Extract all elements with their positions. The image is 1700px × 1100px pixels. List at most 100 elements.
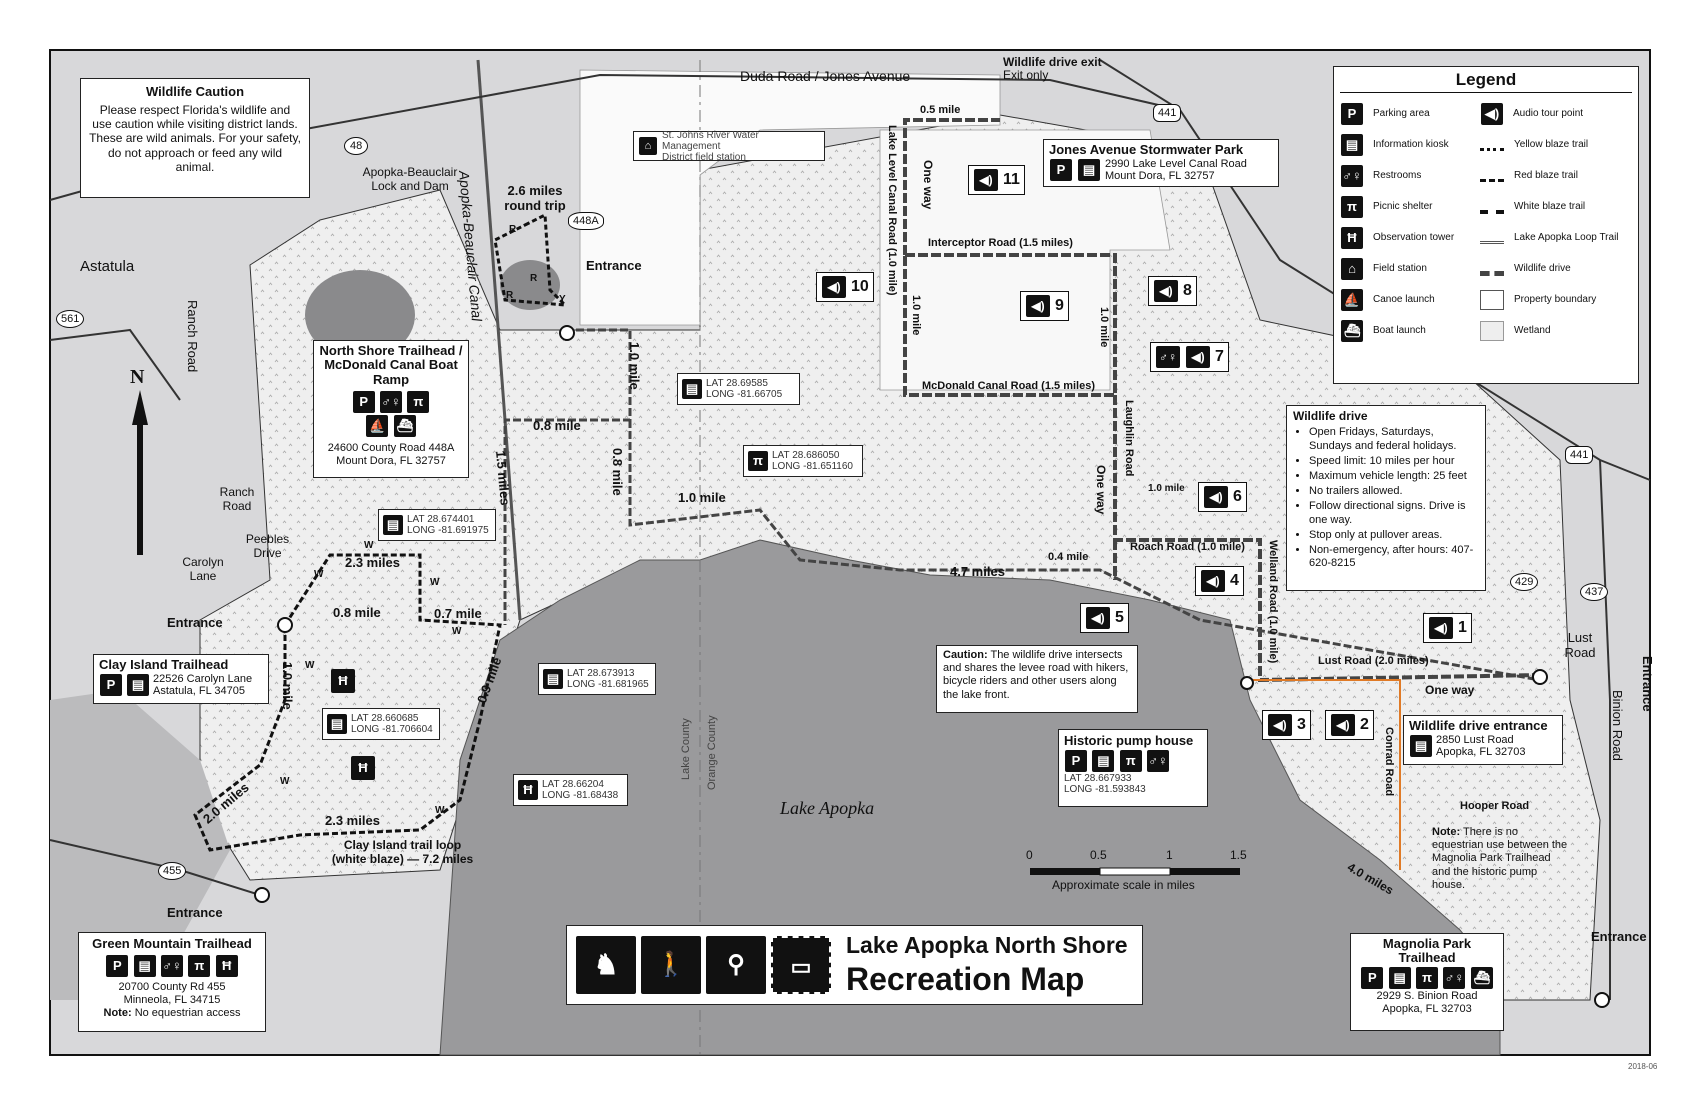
lock-dam-label: Apopka-Beauclair Lock and Dam	[362, 165, 458, 193]
kiosk-icon: ▤	[127, 673, 149, 696]
entrance-label: Entrance	[1640, 656, 1655, 712]
green-mountain-trailhead-box: Green Mountain Trailhead P ▤ ♂♀ π Ħ 2070…	[78, 932, 266, 1032]
kiosk-icon: ▤	[1341, 133, 1363, 156]
ranch-road-vertical-label: Ranch Road	[185, 300, 200, 373]
jones-park-box: Jones Avenue Stormwater Park P ▤ 2990 La…	[1043, 139, 1279, 187]
distance-label: Lust Road (2.0 miles)	[1318, 655, 1429, 667]
blaze-letter: W	[435, 805, 445, 816]
legend-item: Lake Apopka Loop Trail	[1480, 222, 1630, 253]
bicycle-icon: ⚲	[706, 936, 766, 994]
astatula-label: Astatula	[80, 258, 135, 275]
entrance-label: Entrance	[586, 258, 642, 273]
picnic-icon: π	[1416, 966, 1438, 989]
legend-label: Wildlife drive	[1514, 262, 1571, 274]
blaze-letter: W	[430, 577, 440, 588]
wildlife-drive-item: Follow directional signs. Drive is one w…	[1309, 500, 1479, 526]
coord-lat: LAT 28.69585	[706, 378, 768, 389]
wildlife-drive-item: Open Fridays, Saturdays, Sundays and fed…	[1309, 426, 1479, 452]
yellow-trail-swatch	[1480, 138, 1504, 152]
clay-loop-label: Clay Island trail loop (white blaze) — 7…	[331, 838, 474, 866]
pump-house-title: Historic pump house	[1064, 733, 1194, 748]
hwy-441	[1099, 59, 1651, 481]
legend-item: Property boundary	[1480, 284, 1630, 315]
canoe-launch-icon: ⛵	[1341, 288, 1363, 311]
audio-point-8[interactable]: ◀)8	[1148, 276, 1197, 306]
distance-label: 0.8 mile	[610, 448, 625, 496]
audio-point-7[interactable]: ♂♀◀)7	[1150, 342, 1229, 372]
entrance-dot	[559, 325, 575, 341]
distance-label: 2.3 miles	[345, 555, 400, 570]
caution-note-label: Caution:	[943, 649, 988, 661]
scale-tick: 1	[1166, 848, 1173, 862]
wildlife-drive-swatch	[1480, 261, 1504, 277]
parking-icon: P	[1361, 966, 1384, 989]
lake-county-label: Lake County	[680, 718, 692, 780]
hwy-shield: 448A	[568, 212, 604, 230]
audio-point-5[interactable]: ◀)5	[1080, 603, 1129, 633]
distance-label: Lake Level Canal Road (1.0 mile)	[886, 125, 898, 296]
audio-icon: ◀)	[1331, 714, 1355, 736]
wildlife-drive-list: Open Fridays, Saturdays, Sundays and fed…	[1293, 426, 1479, 570]
wildlife-drive-item: Stop only at pullover areas.	[1309, 529, 1479, 542]
blaze-letter: R	[530, 273, 538, 284]
road-name: Duda Road	[740, 68, 811, 84]
west-lake	[50, 690, 230, 1000]
drive-address1: 2850 Lust Road	[1436, 733, 1514, 746]
equestrian-icon: ♞	[576, 936, 636, 994]
parking-icon: P	[1050, 158, 1072, 181]
audio-point-4[interactable]: ◀)4	[1195, 566, 1244, 596]
binion-road	[1599, 459, 1611, 1000]
hwy-shield: 437	[1580, 583, 1609, 601]
audio-point-3[interactable]: ◀)3	[1262, 710, 1311, 740]
audio-icon: ◀)	[1186, 346, 1210, 368]
audio-point-2[interactable]: ◀)2	[1325, 710, 1374, 740]
distance-label: Conrad Road	[1383, 727, 1395, 797]
audio-point-10[interactable]: ◀)10	[816, 272, 874, 302]
wildlife-drive-title: Wildlife drive	[1293, 409, 1368, 423]
small-lake	[305, 270, 415, 360]
audio-icon: ◀)	[1154, 280, 1178, 302]
audio-point-9[interactable]: ◀)9	[1020, 291, 1069, 321]
legend-label: Wetland	[1514, 324, 1551, 336]
clay-address1: 22526 Carolyn Lane	[153, 672, 253, 685]
conrad-road	[1250, 679, 1401, 870]
audio-point-11[interactable]: ◀)11	[968, 165, 1025, 195]
legend-label: Property boundary	[1514, 293, 1597, 305]
clay-island-trailhead-box: Clay Island Trailhead P ▤ 22526 Carolyn …	[93, 654, 269, 704]
distance-label: 0.7 mile	[434, 606, 482, 621]
kiosk-icon: ▤	[682, 379, 702, 399]
restrooms-icon: ♂♀	[380, 390, 402, 413]
north-shore-address1: 24600 County Road 448A	[327, 441, 455, 454]
equestrian-note: Note: There is no equestrian use between…	[1432, 826, 1572, 892]
entrance-label: Entrance	[167, 615, 223, 630]
clay-island-loop	[193, 553, 502, 852]
scale-caption: Approximate scale in miles	[1052, 878, 1195, 892]
north-shore-title: North Shore Trailhead / McDonald Canal B…	[319, 343, 463, 387]
audio-point-6[interactable]: ◀)6	[1198, 482, 1247, 512]
field-station-icon: ⌂	[1341, 257, 1363, 280]
scale-tick: 0	[1026, 848, 1033, 862]
distance-label: 0.8 mile	[333, 605, 381, 620]
north-shore-address2: Mount Dora, FL 32757	[336, 455, 446, 468]
field-area-2	[879, 129, 1171, 391]
hwy-shield: 561	[56, 310, 85, 328]
peebles-drive-label: Peebles Drive	[245, 532, 290, 560]
blaze-letter: W	[452, 626, 462, 637]
entrance-dot	[277, 617, 293, 633]
coord-lat: LAT 28.674401	[407, 514, 475, 525]
equestrian-note-text: There is no equestrian use between the M…	[1432, 826, 1568, 891]
distance-label: 4.7 miles	[950, 564, 1005, 579]
picnic-icon: π	[1119, 749, 1142, 772]
legend-item: Wetland	[1480, 315, 1630, 346]
coord-long: LONG -81.651160	[772, 461, 853, 472]
exit-sub: Exit only	[1003, 68, 1049, 83]
kiosk-icon: ▤	[383, 515, 403, 535]
audio-point-1[interactable]: ◀)1	[1423, 613, 1472, 643]
distance-label: 0.4 mile	[1048, 551, 1089, 563]
observation-tower-icon: Ħ	[1341, 226, 1363, 249]
audio-icon: ◀)	[1204, 486, 1228, 508]
distance-label: Roach Road (1.0 mile)	[1130, 541, 1245, 553]
caution-note-text: The wildlife drive intersects and shares…	[943, 649, 1129, 701]
